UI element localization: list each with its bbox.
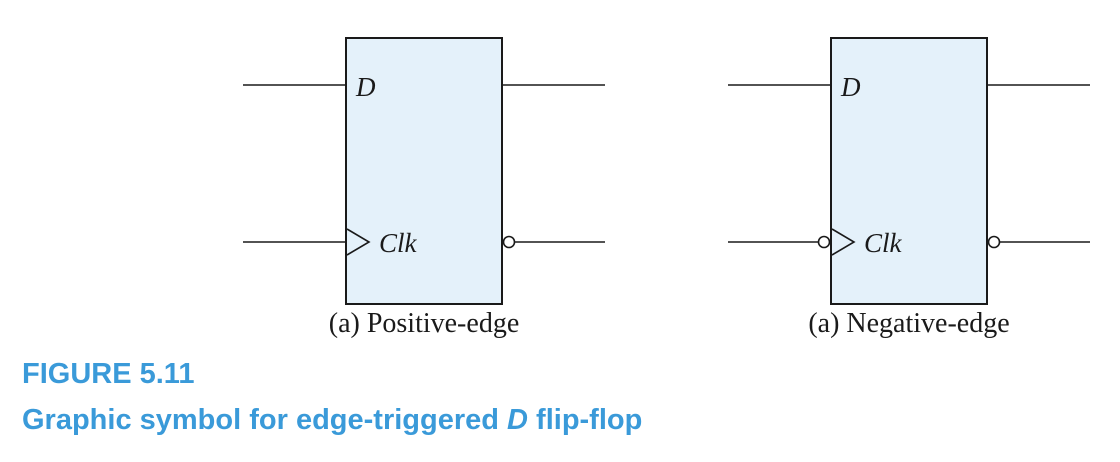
clk-pin-label: Clk (379, 228, 418, 258)
negative-edge-flip-flop: D Clk (a) Negative-edge (728, 37, 1090, 339)
figure-number: FIGURE 5.11 (22, 358, 195, 390)
flip-flop-caption: (a) Negative-edge (808, 308, 1009, 339)
flip-flop-caption: (a) Positive-edge (329, 308, 520, 339)
flip-flop-body (830, 37, 988, 305)
figure-caption-text: Graphic symbol for edge-triggered (22, 404, 508, 436)
q-not-bubble (502, 235, 516, 249)
clock-inversion-bubble (817, 235, 831, 249)
flip-flop-body (345, 37, 503, 305)
q-not-bubble (987, 235, 1001, 249)
figure-caption-italic: D (507, 404, 528, 436)
d-pin-label: D (840, 72, 861, 102)
figure-caption-text-end: flip-flop (527, 404, 643, 436)
figure-caption: Graphic symbol for edge-triggered D flip… (22, 402, 642, 438)
clk-pin-label: Clk (864, 228, 903, 258)
d-pin-label: D (355, 72, 376, 102)
clock-edge-triangle (831, 228, 856, 256)
clock-edge-triangle (346, 228, 371, 256)
positive-edge-flip-flop: D Clk (a) Positive-edge (243, 37, 605, 339)
